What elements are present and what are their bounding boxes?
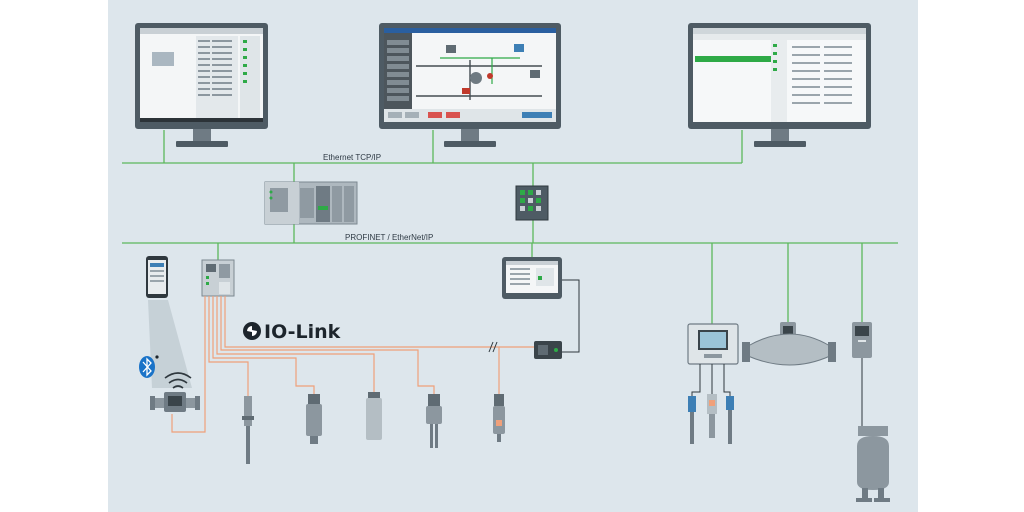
bus-lines	[122, 130, 898, 324]
analysis-probe-3	[726, 396, 734, 444]
tablet-cable	[562, 279, 580, 353]
wifi-icon	[164, 372, 192, 389]
wireless-flowmeter	[150, 392, 200, 412]
plc-controller	[264, 181, 358, 225]
radar-level-transmitter	[852, 322, 872, 358]
cable-break-mark	[488, 341, 498, 353]
level-sensor	[366, 392, 382, 440]
process-tank	[856, 426, 890, 502]
ethernet-label: Ethernet TCP/IP	[323, 153, 381, 162]
smartphone-app	[146, 256, 192, 388]
iolink-gateway	[534, 341, 562, 359]
network-switch	[515, 185, 549, 221]
analysis-sensor	[493, 394, 505, 442]
analysis-probe-2	[707, 394, 717, 438]
fieldbus-label: PROFINET / EtherNet/IP	[345, 233, 433, 242]
workstation-monitor-2	[379, 23, 561, 147]
liquid-analysis-transmitter	[687, 323, 739, 365]
iolink-logo: IO-Link	[243, 321, 341, 343]
iolink-master	[201, 259, 235, 297]
iolink-logo-text: IO-Link	[264, 321, 341, 343]
iolink-cables	[171, 296, 534, 433]
workstation-monitor-3	[688, 23, 871, 147]
bluetooth-beam	[148, 300, 192, 388]
bluetooth-icon	[139, 355, 159, 378]
vibronic-switch	[426, 394, 442, 448]
temperature-sensor	[242, 396, 254, 464]
field-tablet	[502, 257, 562, 299]
workstation-monitor-1	[135, 23, 268, 147]
coriolis-flowmeter	[742, 322, 836, 366]
pressure-sensor	[306, 394, 322, 444]
analysis-probe-1	[688, 396, 696, 444]
